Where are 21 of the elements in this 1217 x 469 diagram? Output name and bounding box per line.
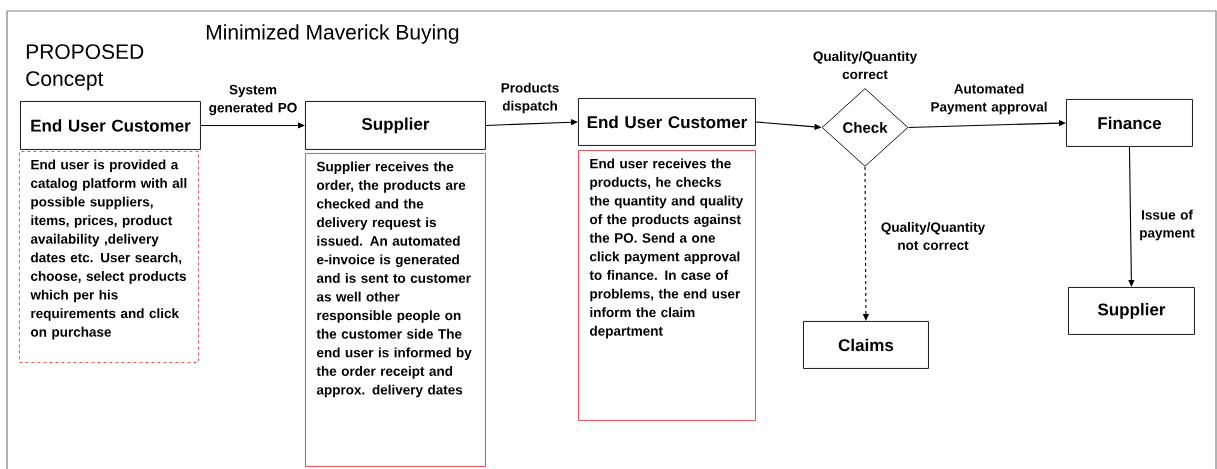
beside-label: Quality/Quantity correct <box>813 51 918 80</box>
description-box: End user receives the products, he checks the quantity and quality of the products against the PO. Send a one click payment approval to finance. In case of problems, the end user inform the claim department <box>578 150 756 421</box>
edge-label: Products dispatch <box>490 81 570 115</box>
process-box: Supplier <box>305 101 486 150</box>
process-box: Finance <box>1066 99 1193 147</box>
edge-label: Quality/Quantity not correct <box>869 221 997 251</box>
arrow <box>485 119 578 126</box>
process-box: End User Customer <box>20 101 201 150</box>
arrow <box>907 120 1066 128</box>
description-box: Supplier receives the order, the products are checked and the delivery request is issued. An automated e-invoice is generated and is sent to customer as well other responsible people on the customer side The end user is informed by the order receipt and approx. delivery dates <box>305 153 486 467</box>
process-box: Claims <box>803 321 929 369</box>
description-box: End user is provided a catalog platform with all possible suppliers, items, prices, product availability ,delivery dates etc. User search, choose, select products which per his requirements and click on purchase <box>19 151 199 363</box>
edge-label: System generated PO <box>202 83 304 117</box>
heading: PROPOSED Concept <box>26 44 144 91</box>
edge-label: Issue of payment <box>1132 208 1202 242</box>
arrow <box>1128 146 1135 287</box>
process-box: Supplier <box>1068 287 1195 335</box>
title: Minimized Maverick Buying <box>206 24 459 44</box>
arrow <box>200 122 305 129</box>
process-box: End User Customer <box>578 98 756 146</box>
edge-label: Automated Payment approval <box>918 82 1060 116</box>
